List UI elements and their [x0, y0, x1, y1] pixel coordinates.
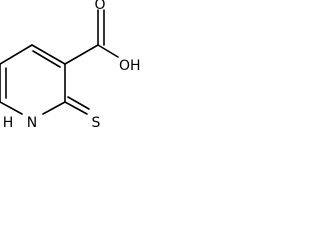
carboxyl-c-bond: [64, 44, 99, 65]
chemical-structure: O OH N H S: [0, 0, 141, 131]
carbonyl-oxygen-label: O: [94, 0, 105, 13]
hydroxyl-bond: [97, 44, 119, 58]
ring-nh-hydrogen-label: H: [3, 115, 14, 131]
ring-bond-c3-c4: [31, 44, 66, 65]
ring-nitrogen-label: N: [27, 115, 37, 131]
thione-sulfur-label: S: [92, 115, 101, 131]
ring-bond-c4-c5: [0, 44, 33, 65]
hydroxyl-label: OH: [119, 58, 141, 74]
ring-bond-c6-n1: [0, 101, 23, 115]
ring-bond-c3-c4-inner: [32, 50, 61, 68]
thione-double-bond: [64, 96, 90, 115]
ring-bond-n1-c2: [42, 101, 66, 115]
carbonyl-double-bond: [97, 9, 105, 46]
